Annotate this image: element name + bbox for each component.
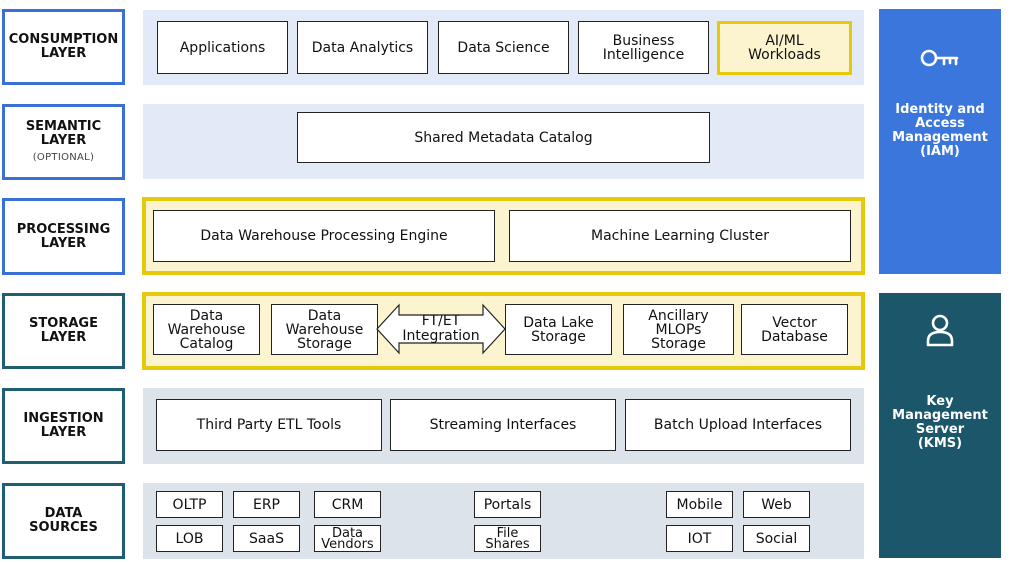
consumption-layer-label: CONSUMPTION LAYER xyxy=(2,9,125,85)
source-web: Web xyxy=(743,491,810,518)
ancillary-mlops-storage-box: Ancillary MLOPs Storage xyxy=(623,304,734,355)
business-intelligence-box: Business Intelligence xyxy=(578,21,709,74)
source-social: Social xyxy=(743,525,810,552)
applications-box: Applications xyxy=(157,21,288,74)
data-sources-title: DATA SOURCES xyxy=(29,506,98,535)
source-mobile: Mobile xyxy=(666,491,733,518)
kms-label: Key Management Server (KMS) xyxy=(892,394,988,451)
user-icon xyxy=(925,313,955,351)
data-lake-storage-box: Data Lake Storage xyxy=(505,304,612,355)
dw-processing-engine-box: Data Warehouse Processing Engine xyxy=(153,210,495,262)
dw-storage-box: Data Warehouse Storage xyxy=(271,304,378,355)
source-iot: IOT xyxy=(666,525,733,552)
streaming-interfaces-box: Streaming Interfaces xyxy=(390,399,616,451)
ingestion-layer-title: INGESTION LAYER xyxy=(23,411,104,440)
processing-layer-title: PROCESSING LAYER xyxy=(16,221,111,251)
iam-panel: Identity and Access Management (IAM) xyxy=(879,9,1001,274)
batch-upload-box: Batch Upload Interfaces xyxy=(625,399,851,451)
source-oltp: OLTP xyxy=(156,491,223,518)
storage-layer-title: STORAGE LAYER xyxy=(29,316,98,345)
kms-panel: Key Management Server (KMS) xyxy=(879,293,1001,558)
ft-et-integration-label: FT/ET Integration xyxy=(402,313,480,344)
vector-database-box: Vector Database xyxy=(741,304,848,355)
ai-ml-workloads-box: AI/ML Workloads xyxy=(717,21,852,75)
source-saas: SaaS xyxy=(233,525,300,552)
processing-layer-label: PROCESSING LAYER xyxy=(2,198,125,275)
source-lob: LOB xyxy=(156,525,223,552)
dw-catalog-box: Data Warehouse Catalog xyxy=(153,304,260,355)
source-crm: CRM xyxy=(314,491,381,518)
data-science-box: Data Science xyxy=(438,21,569,74)
source-data-vendors: Data Vendors xyxy=(314,525,381,552)
source-erp: ERP xyxy=(233,491,300,518)
consumption-layer-title: CONSUMPTION LAYER xyxy=(8,32,119,61)
ingestion-layer-label: INGESTION LAYER xyxy=(2,388,125,464)
source-portals: Portals xyxy=(474,491,541,518)
semantic-layer-label: SEMANTIC LAYER (OPTIONAL) xyxy=(2,104,125,180)
storage-layer-label: STORAGE LAYER xyxy=(2,293,125,369)
third-party-etl-box: Third Party ETL Tools xyxy=(156,399,382,451)
semantic-layer-optional: (OPTIONAL) xyxy=(32,151,95,163)
shared-metadata-catalog-box: Shared Metadata Catalog xyxy=(297,112,710,163)
data-sources-label: DATA SOURCES xyxy=(2,483,125,559)
key-icon xyxy=(920,45,960,75)
source-file-shares: File Shares xyxy=(474,525,541,552)
iam-label: Identity and Access Management (IAM) xyxy=(892,102,988,159)
ml-cluster-box: Machine Learning Cluster xyxy=(509,210,851,262)
data-analytics-box: Data Analytics xyxy=(297,21,428,74)
semantic-layer-title: SEMANTIC LAYER xyxy=(25,118,102,148)
